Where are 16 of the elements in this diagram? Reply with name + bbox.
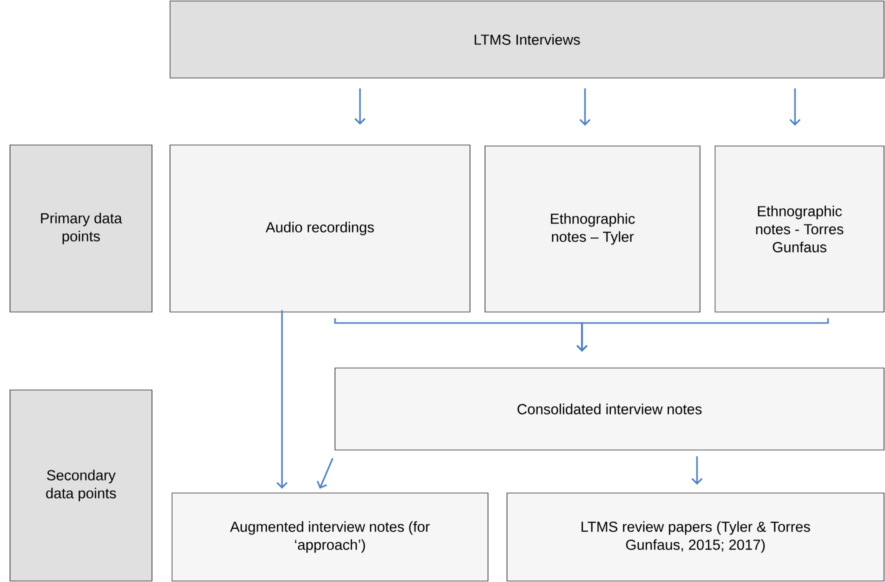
source-box: Ethnographic notes - Torres Gunfaus [714,146,884,312]
arrow [579,88,591,126]
notes-box: Consolidated interview notes [334,368,884,450]
arrow [576,318,829,352]
source-box: Ethnographic notes – Tyler [484,146,700,312]
arrow [789,88,801,126]
notes-box: Augmented interview notes (for ‘approach’) [172,492,488,582]
heading-box: LTMS Interviews [170,0,884,78]
arrow [691,456,703,485]
arrow [316,458,334,489]
notes-box: LTMS review papers (Tyler & Torres Gunfaus, 2015; 2017) [506,492,884,582]
arrow [354,88,366,125]
source-box: Audio recordings [170,144,470,312]
row-label-box: Secondary data points [10,390,152,582]
arrow [276,310,288,489]
row-label-box: Primary data points [10,144,152,312]
